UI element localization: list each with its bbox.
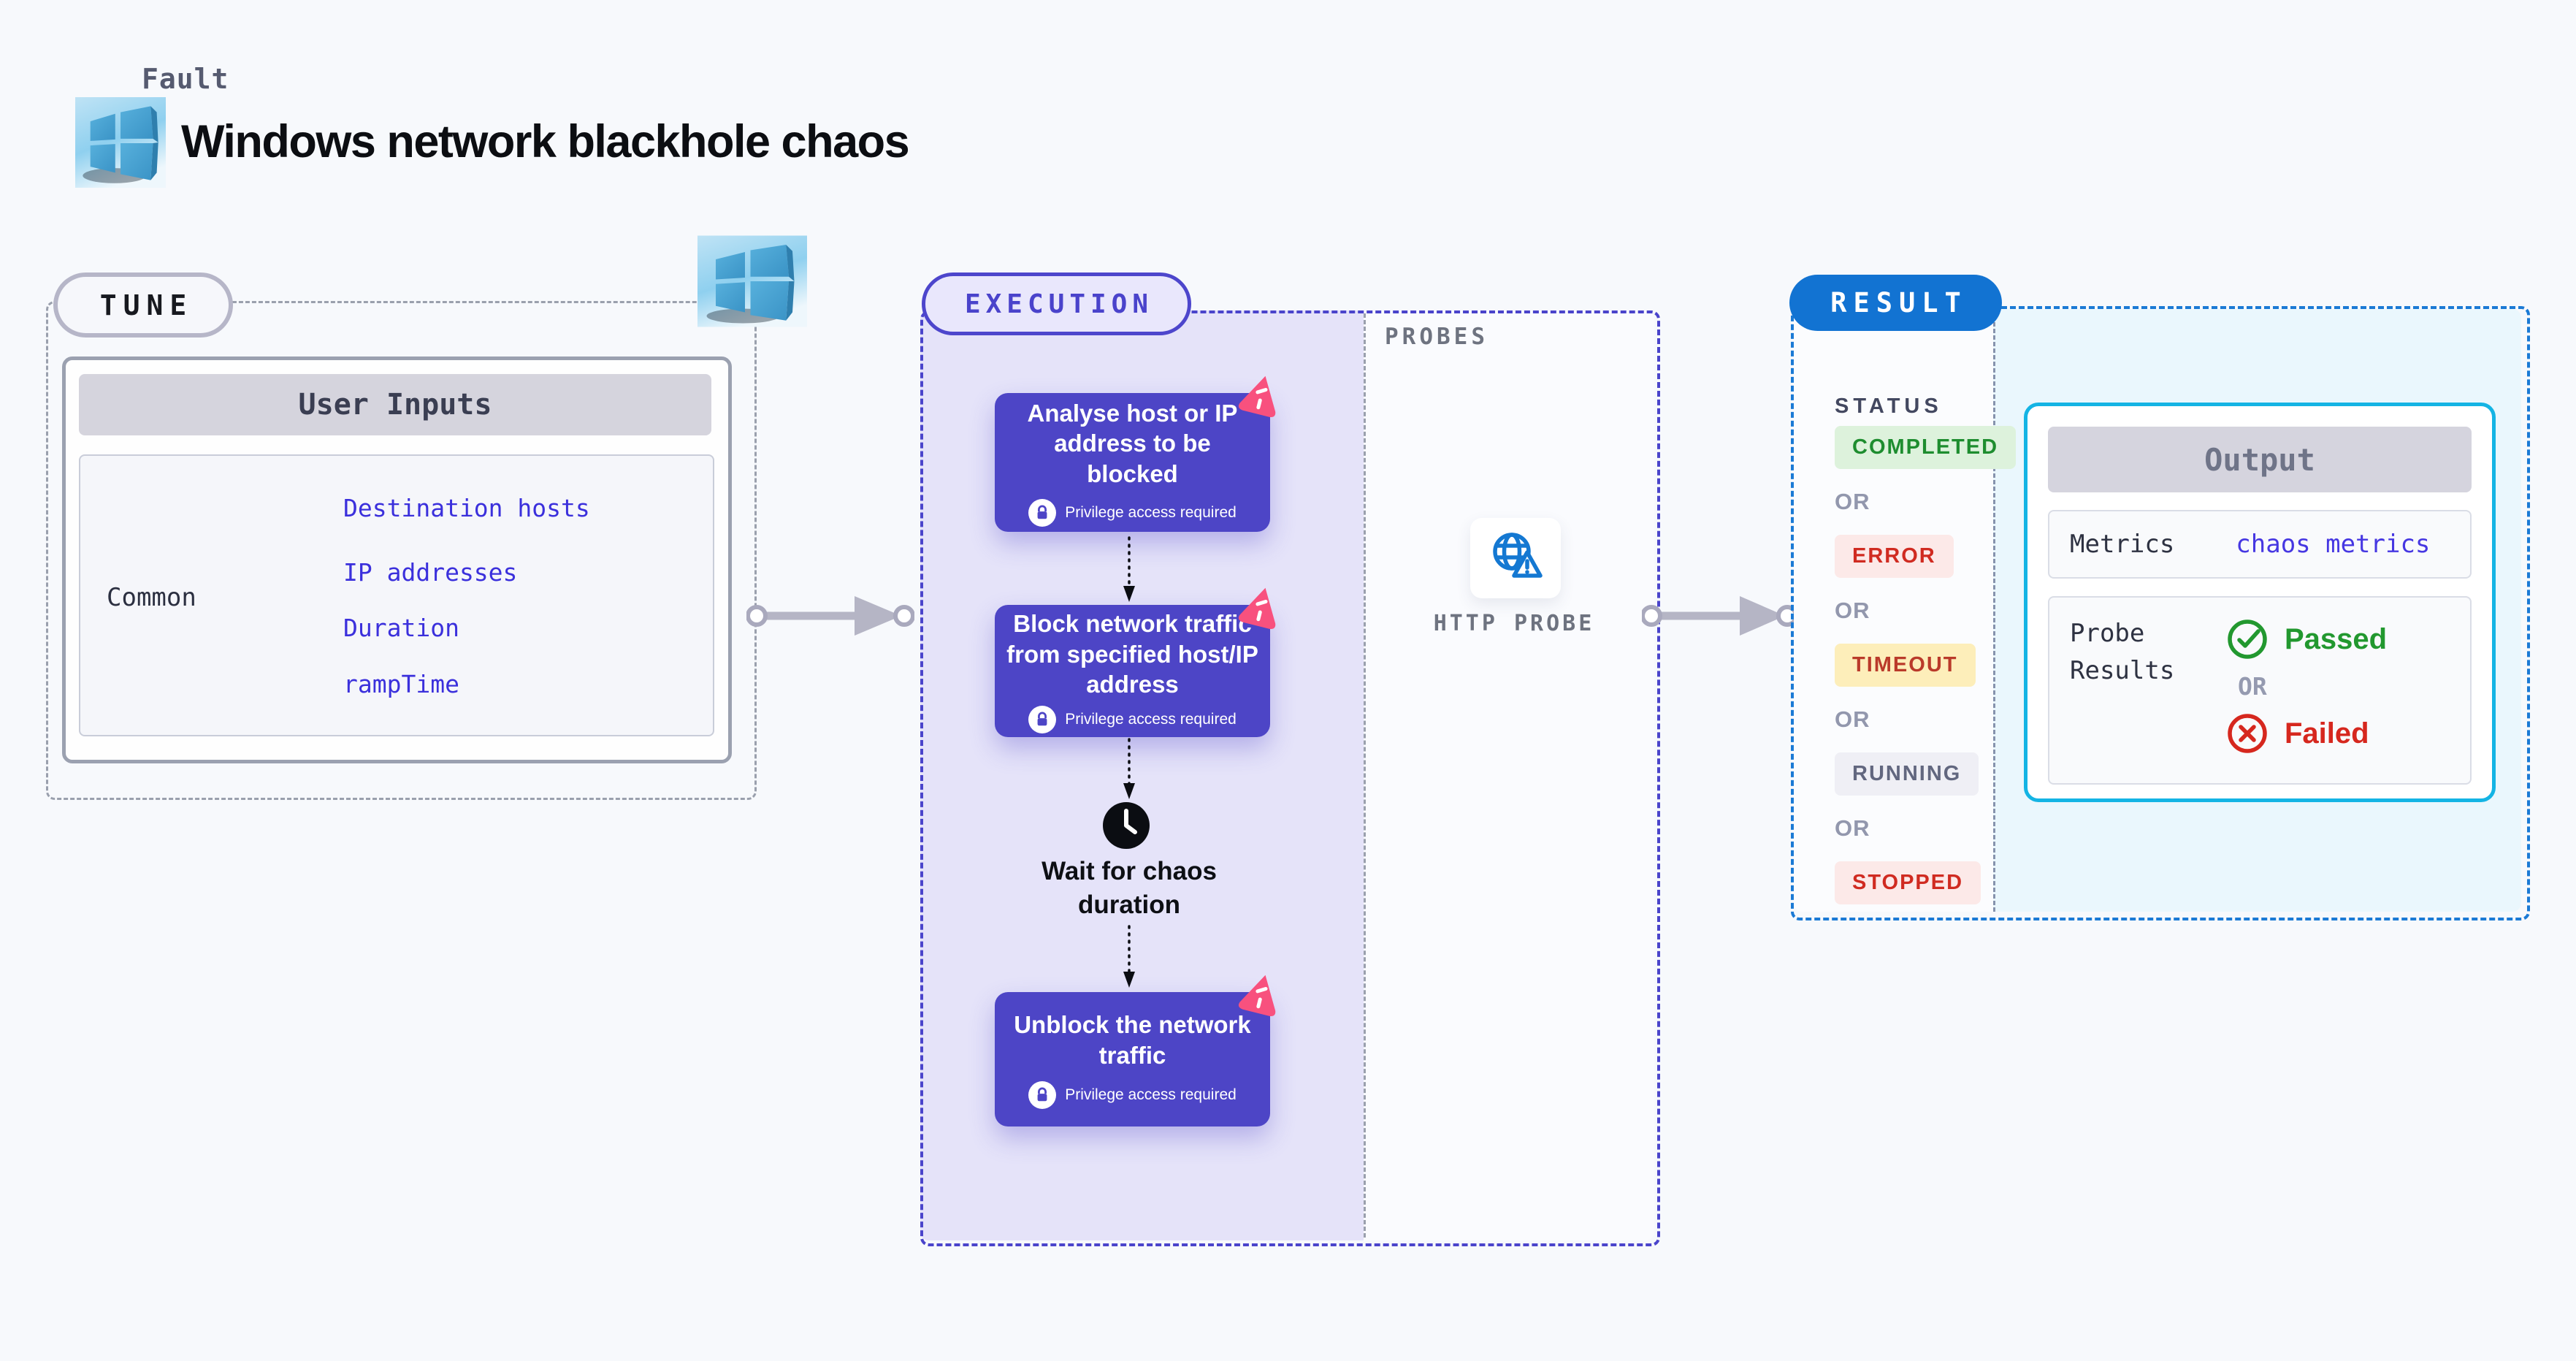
user-inputs-header: User Inputs [79,374,711,435]
link-destination-hosts[interactable]: Destination hosts [343,494,590,522]
passed-label: Passed [2285,622,2388,655]
probes-divider [1364,313,1366,1238]
tune-label-pill: TUNE [53,272,233,338]
check-circle-icon [2228,619,2267,659]
lock-icon [1028,1080,1057,1109]
execution-to-result-arrow [1640,583,1798,652]
litmus-chaos-icon [1238,587,1276,629]
metrics-label: Metrics [2070,530,2175,559]
page-title: Windows network blackhole chaos [181,116,910,167]
tune-to-execution-arrow [746,583,915,652]
or-label: OR [2238,672,2267,701]
lock-icon [1028,499,1057,527]
litmus-chaos-icon [1238,375,1276,417]
link-ramptime[interactable]: rampTime [343,670,459,698]
flow-connector [1120,536,1138,607]
globe-warning-icon [1493,533,1543,578]
result-label-pill: RESULT [1789,275,2002,331]
tune-section [46,301,757,800]
status-column-background [1794,309,1993,912]
http-probe-card [1470,518,1561,598]
output-card: Output Metrics chaos metrics Probe Resul… [2024,403,2496,802]
or-label: OR [1835,598,1870,623]
wait-for-chaos-label: Wait for chaos duration [1042,857,1217,919]
execution-label-pill: EXECUTION [922,272,1191,335]
x-circle-icon [2228,714,2267,753]
or-label: OR [1835,489,1870,514]
step-block-traffic: Block network traffic from specified hos… [995,587,1276,737]
link-duration[interactable]: Duration [343,614,459,642]
probe-results-row: Probe Results Passed OR Failed [2048,596,2472,785]
step-analyse-host: Analyse host or IP address to be blocked… [995,375,1276,532]
privilege-note: Privilege access required [1065,710,1237,728]
flow-connector [1120,925,1138,993]
windows-logo-icon-small [697,235,807,327]
status-title: STATUS [1835,394,1943,418]
user-inputs-body [79,454,714,736]
litmus-chaos-icon [1238,975,1276,1016]
common-row-label: Common [107,583,196,612]
chaos-metrics-link[interactable]: chaos metrics [2236,530,2431,559]
privilege-note: Privilege access required [1065,504,1237,522]
windows-logo-icon [75,97,166,188]
http-probe-label: HTTP PROBE [1433,611,1595,636]
flow-connector [1120,738,1138,804]
or-label: OR [1835,706,1870,732]
step-title: Block network traffic from specified hos… [1006,610,1258,698]
lock-icon [1028,705,1057,733]
failed-label: Failed [2285,717,2369,750]
failed-outcome: Failed [2226,712,2387,755]
status-badge-completed: COMPLETED [1835,426,2017,469]
status-badge-timeout: TIMEOUT [1835,644,1976,687]
status-badge-stopped: STOPPED [1835,861,1981,904]
step-unblock-traffic: Unblock the network traffic Privilege ac… [995,975,1276,1126]
result-section [1791,306,2530,920]
status-divider [1993,309,1995,912]
probes-label: PROBES [1385,324,1488,350]
status-list: COMPLETED OR ERROR OR TIMEOUT OR RUNNING… [1835,426,2017,904]
metrics-row: Metrics chaos metrics [2048,510,2472,579]
privilege-note: Privilege access required [1065,1086,1237,1103]
status-badge-running: RUNNING [1835,752,1979,796]
status-badge-error: ERROR [1835,535,1954,578]
probes-background [1364,310,1654,1240]
passed-outcome: Passed [2226,618,2387,660]
probe-results-label: Probe Results [2070,619,2175,685]
step-title: Analyse host or IP address to be blocked [1027,399,1238,487]
step-title: Unblock the network traffic [1014,1011,1251,1069]
output-header: Output [2048,427,2472,492]
execution-section [920,310,1660,1246]
fault-kicker: Fault [142,63,229,95]
clock-icon [1102,801,1150,853]
link-ip-addresses[interactable]: IP addresses [343,558,518,587]
or-label: OR [1835,815,1870,841]
